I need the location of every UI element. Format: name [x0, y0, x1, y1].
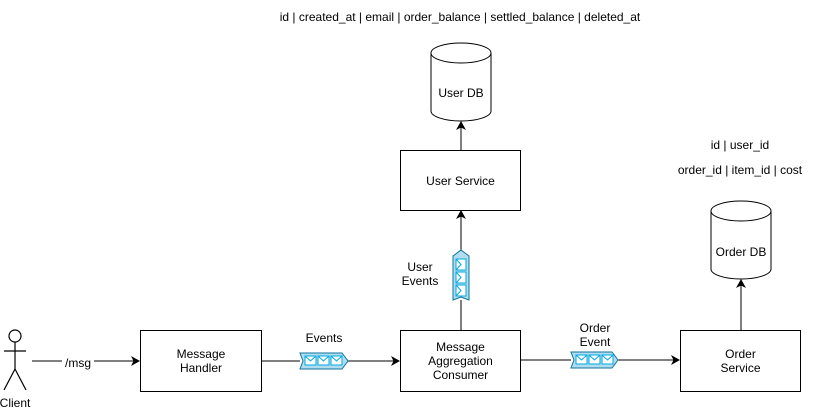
order-service-label: Order Service	[720, 347, 761, 375]
order-db-label: Order DB	[715, 245, 767, 259]
user-table-schema: id | created_at | email | order_balance …	[279, 10, 641, 24]
order-table-schema: id | user_id	[710, 138, 770, 152]
user-events-queue-icon	[452, 249, 470, 301]
order-service-box: Order Service	[680, 330, 801, 392]
user-service-label: User Service	[426, 173, 495, 188]
user-service-box: User Service	[400, 150, 521, 211]
msg-route-label: /msg	[62, 356, 94, 370]
user-db-cylinder-icon	[430, 42, 492, 122]
order-event-label: Order Event	[579, 321, 611, 349]
aggregation-consumer-box: Message Aggregation Consumer	[400, 330, 521, 392]
message-handler-label: Message Handler	[176, 347, 226, 375]
events-queue-icon	[299, 352, 349, 370]
events-label: Events	[305, 331, 343, 345]
client-label: Client	[0, 396, 31, 410]
order-event-queue-icon	[570, 351, 619, 369]
order-db-cylinder-icon	[710, 200, 772, 280]
order-item-table-schema: order_id | item_id | cost	[677, 163, 803, 177]
user-db-label: User DB	[438, 86, 484, 100]
client-person-icon	[3, 329, 27, 391]
message-handler-box: Message Handler	[140, 330, 262, 392]
user-events-label: User Events	[401, 260, 439, 288]
aggregation-consumer-label: Message Aggregation Consumer	[428, 340, 493, 382]
